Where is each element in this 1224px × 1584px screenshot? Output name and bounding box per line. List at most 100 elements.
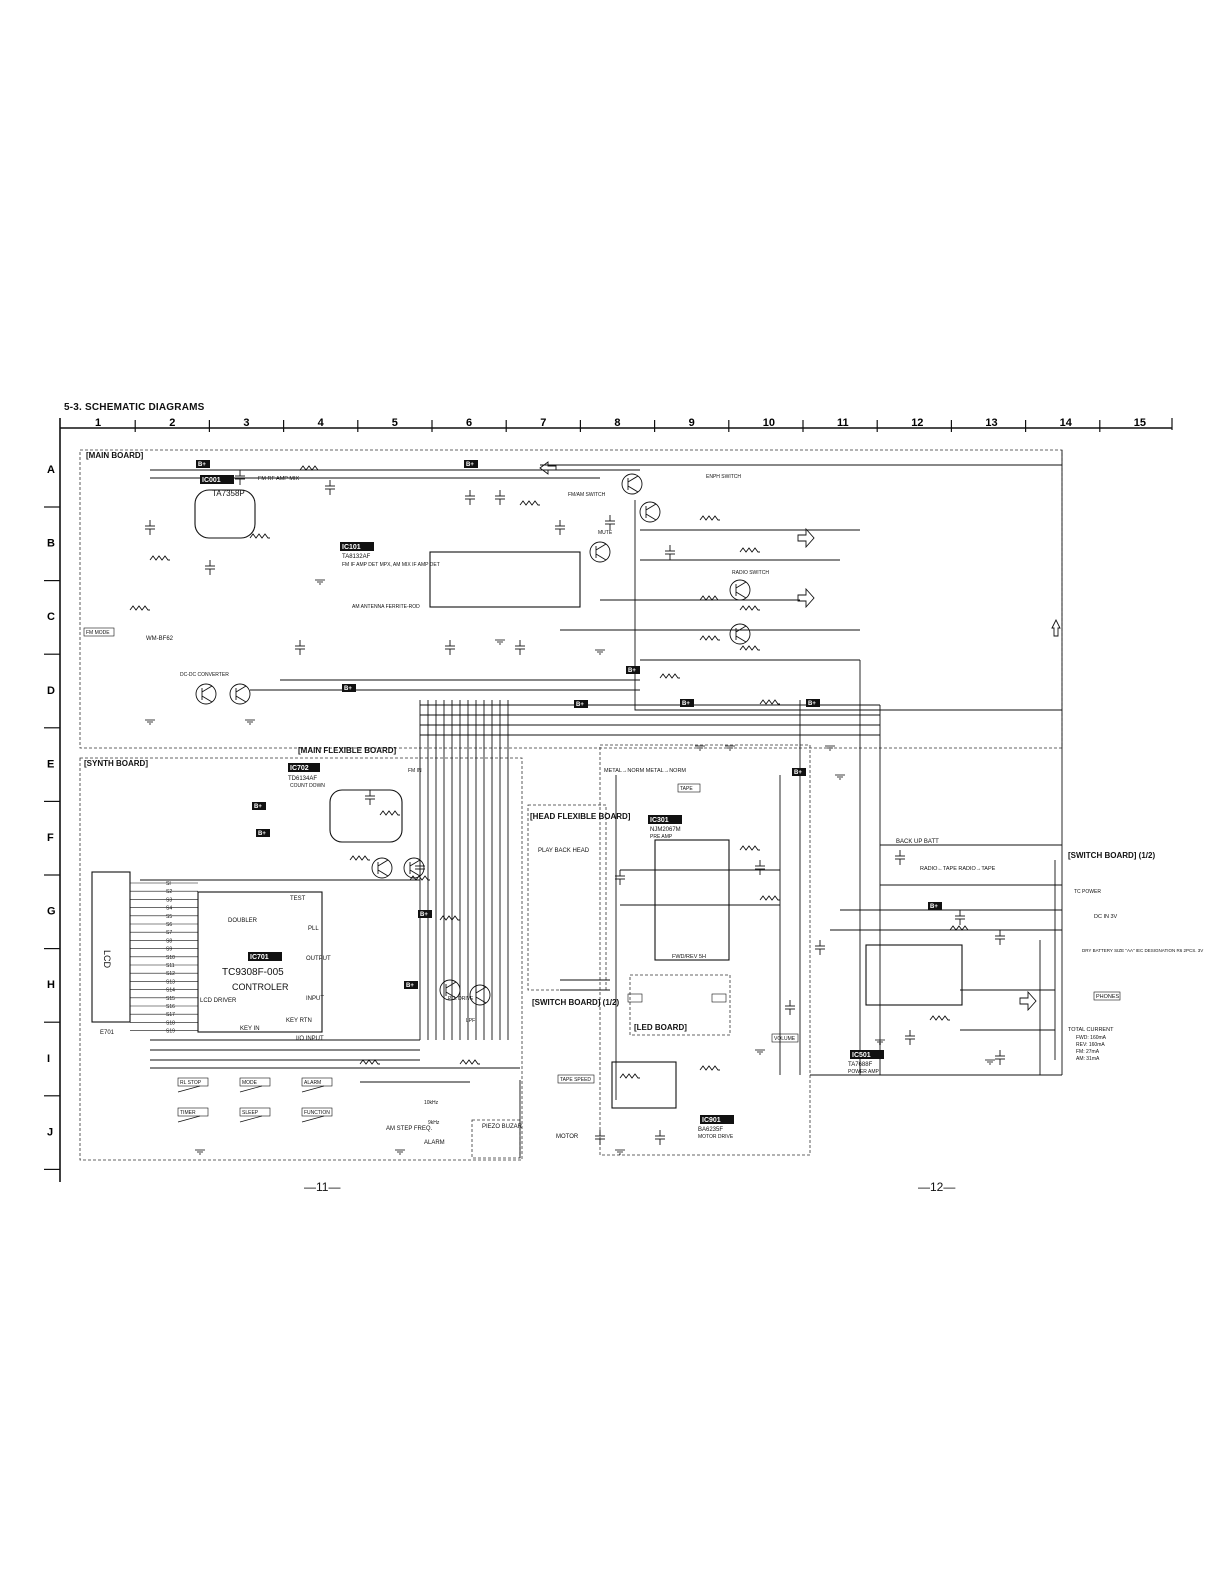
fm-mode-label: FM MODE (86, 630, 110, 636)
svg-text:B+: B+ (628, 668, 636, 674)
svg-text:B+: B+ (682, 701, 690, 707)
ic001-part: TA7358P (212, 489, 245, 498)
column-label-11: 11 (837, 417, 849, 429)
capacitor (295, 640, 305, 655)
switch-board-2-label: [SWITCH BOARD] (1/2) (532, 998, 619, 1007)
ground-symbol (145, 719, 155, 725)
column-label-3: 3 (243, 417, 249, 429)
capacitor (995, 930, 1005, 945)
ic701-body (197, 891, 323, 1033)
capacitor (145, 520, 155, 535)
resistor (739, 547, 760, 553)
head-flex-outline (527, 804, 607, 991)
lcd-pin-label: S3 (166, 897, 172, 903)
resistor (759, 895, 780, 901)
ic001-body (194, 489, 256, 539)
lcd-pin-label: S17 (166, 1012, 175, 1018)
capacitor-symbols (145, 470, 1005, 1145)
ic-blocks (91, 489, 963, 1109)
b-plus-marker: B+ (464, 460, 478, 468)
capacitor (495, 490, 505, 505)
row-label-J: J (47, 1126, 53, 1138)
b-plus-markers: B+B+B+B+B+B+B+B+B+B+B+B+B+ (196, 460, 942, 989)
b-plus-marker: B+ (404, 981, 418, 989)
ground-symbol (195, 1149, 205, 1155)
svg-text:B+: B+ (420, 912, 428, 918)
resistor (699, 635, 720, 641)
synth-board-label: [SYNTH BOARD] (84, 759, 148, 768)
misc-labels: LCD E701 DOUBLER LCD DRIVER KEY IN KEY R… (83, 474, 1203, 1146)
ic301-body (654, 839, 730, 961)
resistor (619, 1073, 640, 1079)
key-switch: RL STOP (177, 1077, 209, 1093)
enph-switch-label: ENPH SWITCH (706, 474, 741, 480)
ic301-func: PRE AMP (650, 834, 673, 840)
capacitor (205, 560, 215, 575)
ground-symbol (695, 745, 705, 751)
transistor (195, 683, 217, 705)
io-input-label: I/O INPUT (296, 1036, 324, 1042)
capacitor (955, 910, 965, 925)
page-number-left: —11— (304, 1180, 341, 1194)
ground-symbol (395, 1149, 405, 1155)
ic101-part: TA8132AF (342, 554, 371, 560)
row-label-F: F (47, 832, 54, 844)
lcd-pin-label: S13 (166, 979, 175, 985)
capacitor (515, 640, 525, 655)
svg-text:TIMER: TIMER (180, 1110, 196, 1116)
lcd-pin-label: SI (166, 881, 171, 887)
transistor (729, 623, 751, 645)
column-label-4: 4 (318, 417, 325, 429)
phones-label: PHONES (1096, 994, 1120, 1000)
ic101-body (429, 551, 581, 608)
ground-symbol (495, 639, 505, 645)
capacitor (445, 640, 455, 655)
resistor (759, 699, 780, 705)
page-title: 5-3. SCHEMATIC DIAGRAMS (64, 402, 205, 413)
lcd-pin-label: S18 (166, 1020, 175, 1026)
row-label-D: D (47, 685, 55, 697)
column-label-13: 13 (985, 417, 997, 429)
column-label-5: 5 (392, 417, 398, 429)
test-label: TEST (290, 896, 306, 902)
ground-symbol (825, 745, 835, 751)
capacitor (785, 1000, 795, 1015)
b-plus-marker: B+ (626, 666, 640, 674)
ic501-func: POWER AMP (848, 1069, 880, 1075)
lcd-pin-label: S5 (166, 914, 172, 920)
svg-text:MODE: MODE (242, 1080, 258, 1086)
ic301-part: NJM2067M (650, 827, 681, 833)
resistor (699, 595, 720, 601)
key-switch: ALARM (301, 1077, 333, 1093)
lcd-pin-label: S10 (166, 955, 175, 961)
ground-symbol (755, 1049, 765, 1055)
b-plus-marker: B+ (792, 768, 806, 776)
resistor (739, 845, 760, 851)
capacitor (415, 860, 425, 875)
pll-drive-label: PLL DRIVE (448, 996, 474, 1002)
ic702-body (329, 789, 403, 843)
capacitor (605, 515, 615, 530)
svg-text:SLEEP: SLEEP (242, 1110, 259, 1116)
lcd-ref: E701 (100, 1030, 115, 1036)
board-labels: [MAIN BOARD] [SYNTH BOARD] [MAIN FLEXIBL… (84, 451, 1155, 1032)
tape-speed-label: TAPE SPEED (560, 1077, 591, 1083)
transistor (729, 579, 751, 601)
row-label-E: E (47, 758, 54, 770)
ic001-ref: IC001 (202, 477, 221, 484)
back-up-batt-label: BACK UP BATT (896, 839, 939, 845)
svg-text:B+: B+ (576, 702, 584, 708)
piezo-buzar-label: PIEZO BUZAR (482, 1124, 523, 1130)
ground-symbols (145, 579, 995, 1155)
bus-lines (140, 450, 1063, 1158)
led-board-outline (629, 974, 731, 1036)
row-label-C: C (47, 611, 55, 623)
row-label-A: A (47, 464, 55, 476)
ic701-part: TC9308F-005 (222, 967, 284, 978)
transistor (469, 984, 491, 1006)
synth-board-outline (79, 757, 523, 1161)
b-plus-marker: B+ (574, 700, 588, 708)
